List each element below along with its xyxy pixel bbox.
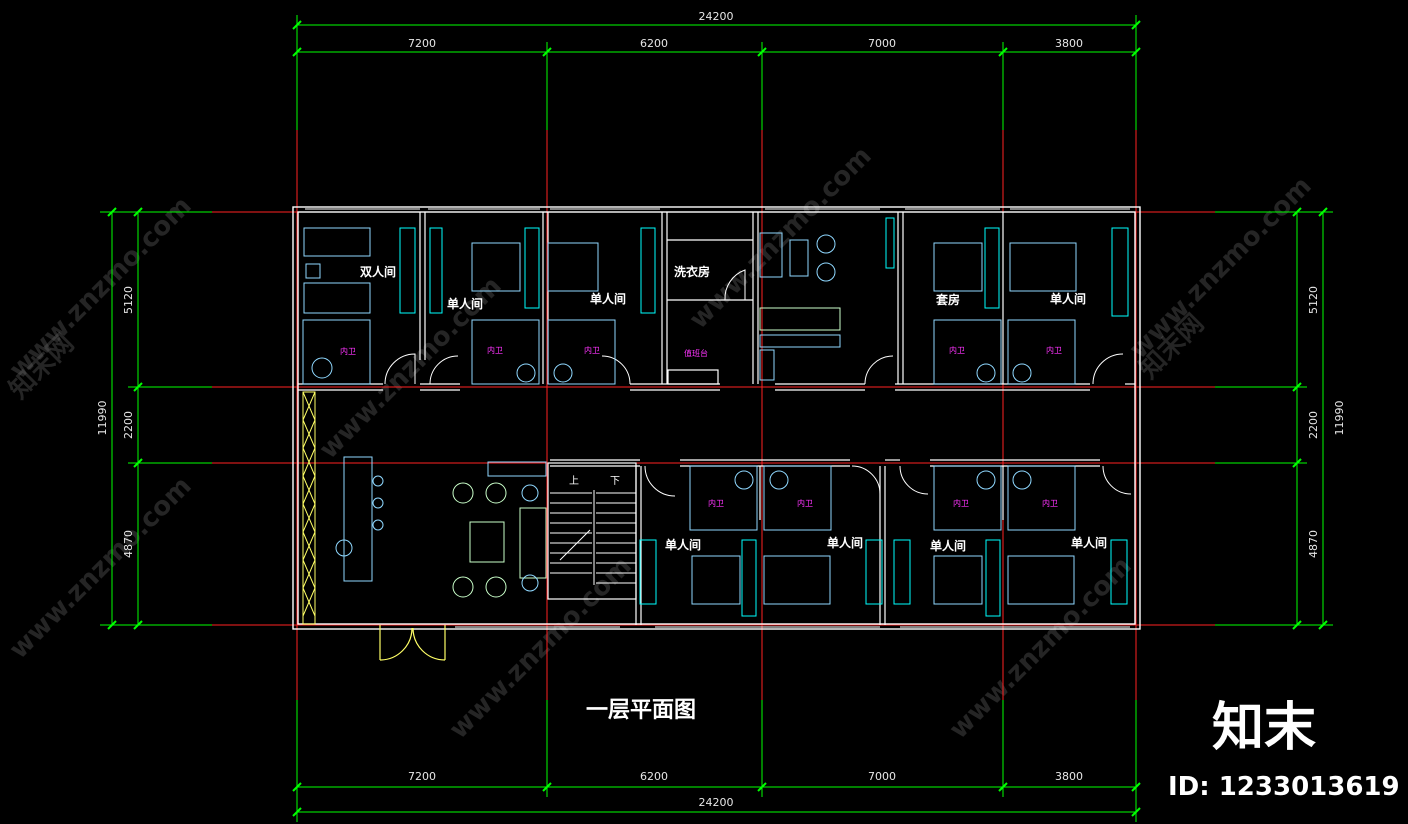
- door-swings: [384, 269, 1132, 497]
- dim-bottom-seg-3: 7000: [868, 770, 896, 783]
- stair-down-label: 下: [610, 476, 620, 487]
- dim-bottom-total: 24200: [699, 796, 734, 809]
- dim-top-seg-3: 7000: [868, 37, 896, 50]
- dim-bottom-seg-1: 7200: [408, 770, 436, 783]
- room-label-suite: 套房: [935, 292, 960, 307]
- west-glazing: [302, 391, 316, 625]
- stair-up-label: 上: [569, 475, 579, 487]
- dim-top-seg-4: 3800: [1055, 37, 1083, 50]
- bath-label-9: 内卫: [1042, 498, 1058, 508]
- room-label-single-6: 单人间: [930, 538, 966, 553]
- dim-bottom-seg-4: 3800: [1055, 770, 1083, 783]
- room-label-laundry: 洗衣房: [674, 264, 710, 279]
- watermark-site-3: www.znzmo.com: [684, 141, 878, 335]
- drawing-title: 一层平面图: [586, 698, 696, 723]
- dim-top-total: 24200: [699, 10, 734, 23]
- bath-label-3: 内卫: [584, 345, 600, 355]
- dim-top-seg-1: 7200: [408, 37, 436, 50]
- bath-label-6: 内卫: [708, 498, 724, 508]
- counter-label: 值班台: [684, 348, 708, 358]
- room-label-single-7: 单人间: [1071, 535, 1107, 550]
- watermark-site-4: www.znzmo.com: [1124, 171, 1318, 365]
- watermark-logo: 知末: [1212, 698, 1316, 758]
- room-label-single-5: 单人间: [827, 535, 863, 550]
- watermark-id: ID: 1233013619: [1168, 772, 1400, 802]
- dim-left-seg-1: 5120: [122, 286, 135, 314]
- watermark-layer: www.znzmo.com www.znzmo.com www.znzmo.co…: [4, 141, 1318, 745]
- stair-treads: [550, 490, 636, 585]
- dim-right-seg-3: 4870: [1307, 530, 1320, 558]
- outer-walls: [292, 206, 1141, 630]
- room-label-single-1: 单人间: [447, 296, 483, 311]
- dim-right-seg-2: 2200: [1307, 411, 1320, 439]
- bath-label-4: 内卫: [949, 345, 965, 355]
- dim-right-total: 11990: [1333, 401, 1346, 436]
- dim-left-seg-3: 4870: [122, 530, 135, 558]
- room-label-single-2: 单人间: [590, 291, 626, 306]
- room-labels: 双人间 单人间 单人间 洗衣房 套房 单人间 单人间 单人间 单人间 单人间: [360, 264, 1107, 553]
- room-label-single-4: 单人间: [665, 537, 701, 552]
- bath-label-8: 内卫: [953, 498, 969, 508]
- dim-top-seg-2: 6200: [640, 37, 668, 50]
- watermark-site-5: www.znzmo.com: [4, 471, 198, 665]
- dim-right-seg-1: 5120: [1307, 286, 1320, 314]
- room-label-single-3: 单人间: [1050, 291, 1086, 306]
- furniture: [302, 217, 1129, 617]
- dimension-labels: 24200 7200 6200 7000 3800 7200 6200 7000…: [96, 10, 1346, 809]
- dimension-lines: [100, 15, 1333, 822]
- entrance-door: [379, 625, 446, 661]
- dim-bottom-seg-2: 6200: [640, 770, 668, 783]
- bath-label-2: 内卫: [487, 345, 503, 355]
- bath-label-5: 内卫: [1046, 345, 1062, 355]
- dimension-ticks: [107, 20, 1328, 817]
- dim-left-total: 11990: [96, 401, 109, 436]
- bath-label-1: 内卫: [340, 346, 356, 356]
- windows: [305, 208, 1130, 628]
- bath-labels: 内卫 内卫 内卫 内卫 内卫 内卫 内卫 内卫 内卫 值班台: [340, 345, 1062, 508]
- room-label-double: 双人间: [360, 264, 396, 279]
- interior-walls: [298, 212, 1135, 625]
- bath-label-7: 内卫: [797, 498, 813, 508]
- watermark-site-7: www.znzmo.com: [944, 551, 1138, 745]
- dim-left-seg-2: 2200: [122, 411, 135, 439]
